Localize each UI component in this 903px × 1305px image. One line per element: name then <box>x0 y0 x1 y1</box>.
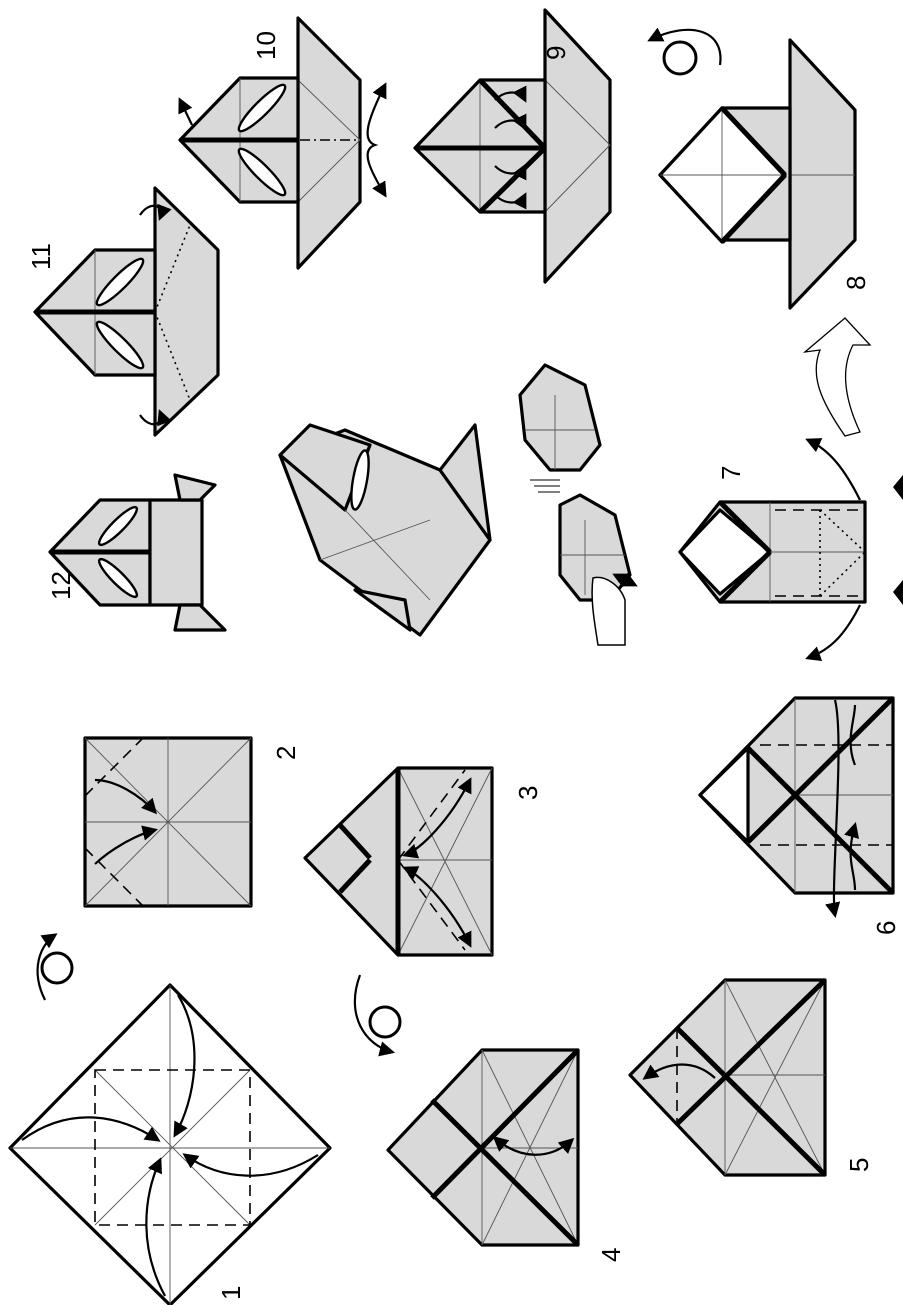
step-number: 12 <box>46 571 76 600</box>
flip-arrow-icon <box>805 318 870 436</box>
step-number: 4 <box>596 1248 626 1262</box>
base-flap <box>155 188 218 435</box>
base-flap <box>790 40 855 308</box>
jumping-frog-illustration <box>520 365 635 645</box>
front-leg <box>175 475 215 500</box>
step-2: 2 <box>85 738 301 906</box>
step-5: 5 <box>630 980 874 1175</box>
step-number: 1 <box>216 1286 246 1300</box>
step-10: 10 <box>180 18 385 268</box>
step-12: 12 <box>46 475 225 630</box>
step-11: 11 <box>26 188 218 435</box>
step-number: 3 <box>513 786 543 800</box>
turn-over-icon <box>38 935 72 1000</box>
body <box>150 500 202 605</box>
step-8: 8 <box>660 40 871 308</box>
base-flap <box>298 18 360 268</box>
step-number: 6 <box>871 921 901 935</box>
back-leg <box>175 605 225 630</box>
push-arrow-icon <box>893 580 903 605</box>
finished-frog <box>280 425 490 635</box>
step-number: 7 <box>716 466 746 480</box>
step-6: 6 <box>700 698 901 935</box>
frog-small <box>520 365 600 470</box>
step-3: 3 <box>305 768 543 955</box>
step-number: 11 <box>26 243 56 270</box>
step-number: 5 <box>844 1158 874 1172</box>
step-9: 9 <box>415 10 610 282</box>
turn-over-icon <box>355 975 400 1052</box>
step-number: 2 <box>271 746 301 760</box>
step-number: 8 <box>841 276 871 290</box>
push-arrow-icon <box>893 475 903 500</box>
step-4: 4 <box>388 1050 626 1262</box>
turn-over-icon <box>650 30 720 74</box>
step-number: 9 <box>541 46 571 60</box>
step-7: 7 <box>680 440 903 658</box>
step-1: 1 <box>10 985 330 1305</box>
flap-back <box>700 748 748 842</box>
step-number: 10 <box>251 31 281 60</box>
